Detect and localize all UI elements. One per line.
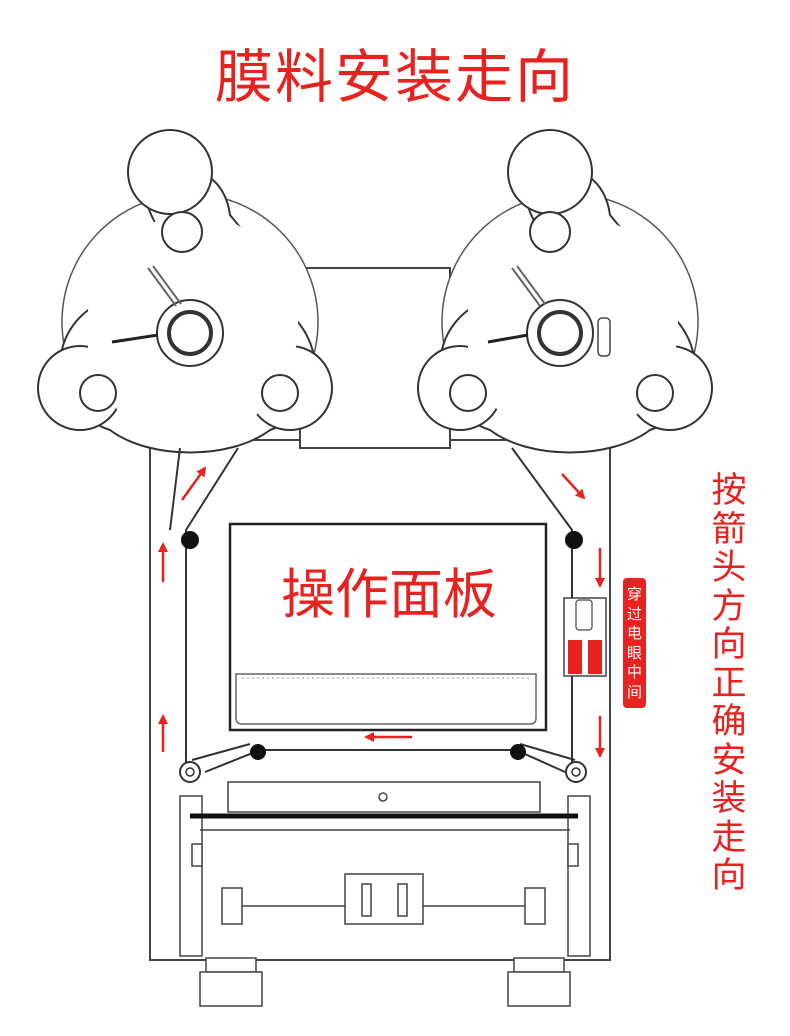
machine-feet — [199, 957, 571, 1007]
sealing-section — [179, 781, 591, 957]
guide-roller-bottom-right — [510, 744, 526, 760]
right-film-roll-holder — [417, 129, 713, 454]
roller-bridge — [299, 267, 451, 449]
guide-roller-bottom-left — [250, 744, 266, 760]
left-film-roll-holder — [37, 129, 333, 454]
control-panel — [228, 522, 548, 732]
guide-roller-top-right — [565, 531, 583, 549]
control-panel-label: 操作面板 — [281, 563, 497, 626]
photo-eye-badge: 穿过电眼中间 — [623, 578, 646, 708]
direction-note: 按箭头方向正确安装走向 — [711, 471, 747, 896]
film-path — [169, 447, 576, 773]
guide-roller-top-left — [181, 531, 199, 549]
photo-eye-sensor — [563, 597, 607, 677]
direction-arrows — [158, 466, 605, 758]
diagram-title: 膜料安装走向 — [214, 43, 575, 111]
